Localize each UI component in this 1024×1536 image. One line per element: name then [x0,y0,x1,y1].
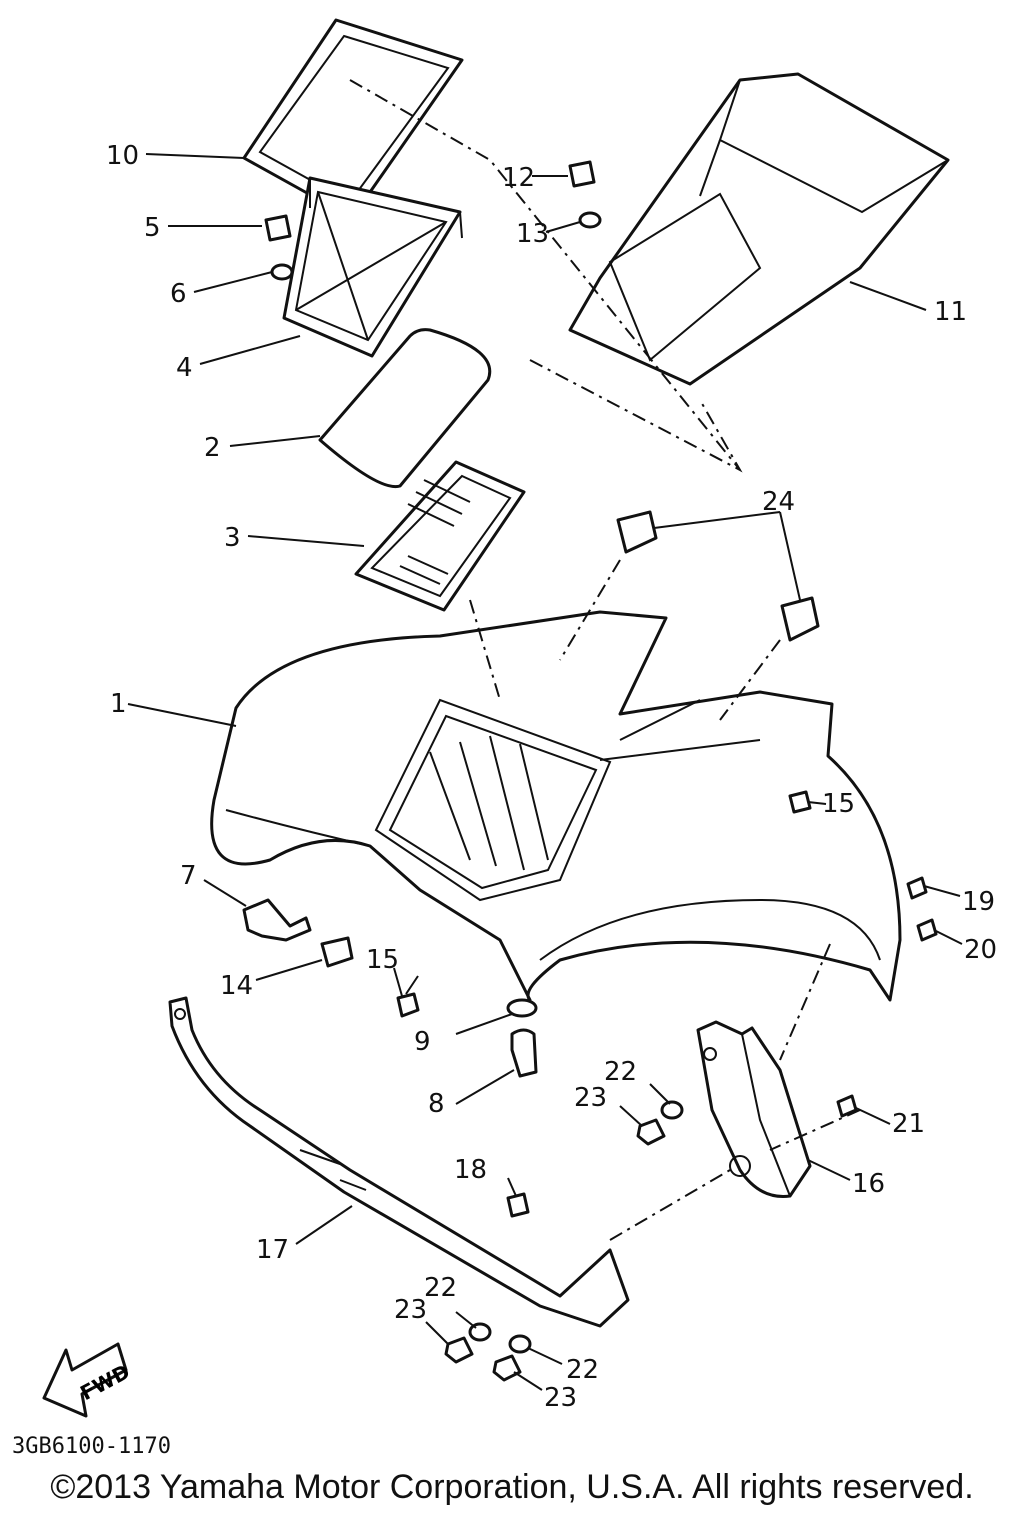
part-9-band [506,998,538,1018]
leader-lines [127,153,963,1391]
callout-2: 2 [204,433,221,463]
part-4-filter-case [282,176,463,358]
callout-22a: 22 [604,1057,637,1087]
part-24-grommets [616,510,820,642]
callout-15b: 15 [822,789,855,819]
callout-23b: 23 [394,1295,427,1325]
part-8-drain-cap [510,1028,538,1078]
callout-12: 12 [502,163,535,193]
part-2-filter-plate [318,328,492,489]
part-6-washer [270,263,294,281]
callout-15a: 15 [366,945,399,975]
callout-19: 19 [962,887,995,917]
part-11-rear-cover [568,72,950,386]
callout-11: 11 [934,297,967,327]
assembly-lines [349,79,861,1241]
callout-9: 9 [414,1027,431,1057]
part-15-bolt-right [788,790,812,814]
callout-3: 3 [224,523,241,553]
part-16-mudflap [696,1020,812,1198]
callout-13: 13 [516,219,549,249]
callout-6: 6 [170,279,187,309]
fwd-arrow: FWD [42,1342,134,1418]
callout-14: 14 [220,971,253,1001]
callout-21: 21 [892,1109,925,1139]
callout-1: 1 [110,689,127,719]
drawing-code: 3GB6100-1170 [12,1434,171,1459]
callout-23c: 23 [544,1383,577,1413]
part-17-bracket [168,996,630,1328]
part-13-washer [578,211,602,229]
callout-5: 5 [144,213,161,243]
callout-16: 16 [852,1169,885,1199]
part-3-mesh-filter [354,460,526,612]
callout-4: 4 [176,353,193,383]
callout-numbers: 10 5 6 4 2 3 1 7 14 15 9 8 12 13 11 24 1… [106,141,997,1413]
part-21-screw [836,1094,858,1118]
callout-22b: 22 [424,1273,457,1303]
part-5-screw [264,214,292,242]
copyright-notice: ©2013 Yamaha Motor Corporation, U.S.A. A… [50,1468,974,1506]
part-14-clip [320,936,354,968]
part-22-washer [468,1100,684,1354]
part-19-screw [906,876,928,900]
part-12-screw [568,160,596,188]
callout-8: 8 [428,1089,445,1119]
part-18-bolt [506,1192,530,1218]
callout-24: 24 [762,487,795,517]
callout-7: 7 [180,861,197,891]
callout-17: 17 [256,1235,289,1265]
callout-18: 18 [454,1155,487,1185]
part-20-screw [916,918,938,942]
callout-10: 10 [106,141,139,171]
part-1-rear-fender [210,610,902,1002]
part-23-nut [444,1118,666,1382]
part-7-clamp [242,898,312,942]
part-15-bolt-left [396,975,420,1018]
callout-22c: 22 [566,1355,599,1385]
callout-23a: 23 [574,1083,607,1113]
callout-20: 20 [964,935,997,965]
